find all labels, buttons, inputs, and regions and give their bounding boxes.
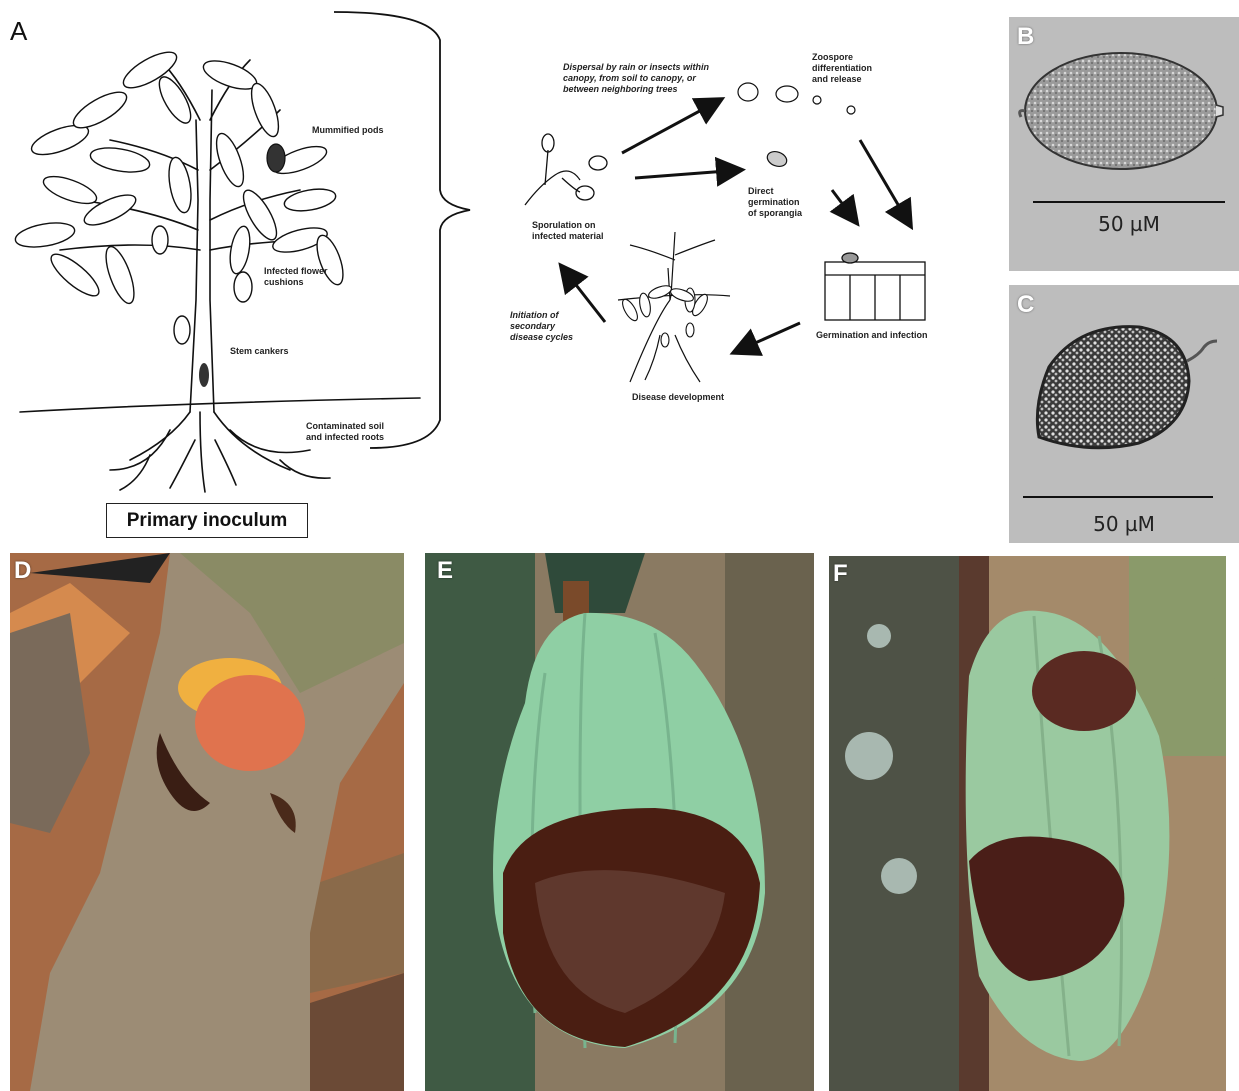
panel-d-photo: D — [10, 553, 404, 1091]
black-pod-f-image — [829, 556, 1226, 1091]
panel-e-photo: E — [425, 553, 814, 1091]
panel-e-letter: E — [437, 557, 453, 585]
primary-inoculum-box: Primary inoculum — [106, 503, 308, 538]
sporangium-c-image — [1009, 285, 1239, 543]
direct-germination-label-1: Direct — [748, 186, 774, 197]
stem-cankers-label: Stem cankers — [230, 346, 289, 357]
infected-flower-label-1: Infected flower — [264, 266, 328, 277]
dispersal-label-2: canopy, from soil to canopy, or — [563, 73, 696, 84]
panel-d-letter: D — [14, 557, 31, 585]
stem-canker-image — [10, 553, 404, 1091]
initiation-label-3: disease cycles — [510, 332, 573, 343]
initiation-label-1: Initiation of — [510, 310, 559, 321]
scale-label-c: 50 µM — [1009, 512, 1239, 536]
dispersal-label-3: between neighboring trees — [563, 84, 678, 95]
direct-germination-label-3: of sporangia — [748, 208, 802, 219]
zoospore-label-1: Zoospore — [812, 52, 853, 63]
panel-a: A — [0, 0, 990, 545]
dispersal-label-1: Dispersal by rain or insects within — [563, 62, 709, 73]
sporulation-label-2: infected material — [532, 231, 604, 242]
initiation-label-2: secondary — [510, 321, 555, 332]
panel-f-photo: F — [829, 556, 1226, 1091]
germination-infection-label: Germination and infection — [816, 330, 928, 341]
disease-development-label: Disease development — [632, 392, 724, 403]
sporulation-label-1: Sporulation on — [532, 220, 596, 231]
direct-germination-label-2: germination — [748, 197, 800, 208]
zoospore-label-2: differentiation — [812, 63, 872, 74]
scale-label-b: 50 µM — [1009, 212, 1239, 236]
black-pod-e-image — [425, 553, 814, 1091]
panel-f-letter: F — [833, 560, 848, 588]
panel-b-micrograph: B 50 µM — [1009, 17, 1239, 271]
panel-c-micrograph: C 50 µM — [1009, 285, 1239, 543]
infected-flower-label-2: cushions — [264, 277, 304, 288]
zoospore-label-3: and release — [812, 74, 862, 85]
